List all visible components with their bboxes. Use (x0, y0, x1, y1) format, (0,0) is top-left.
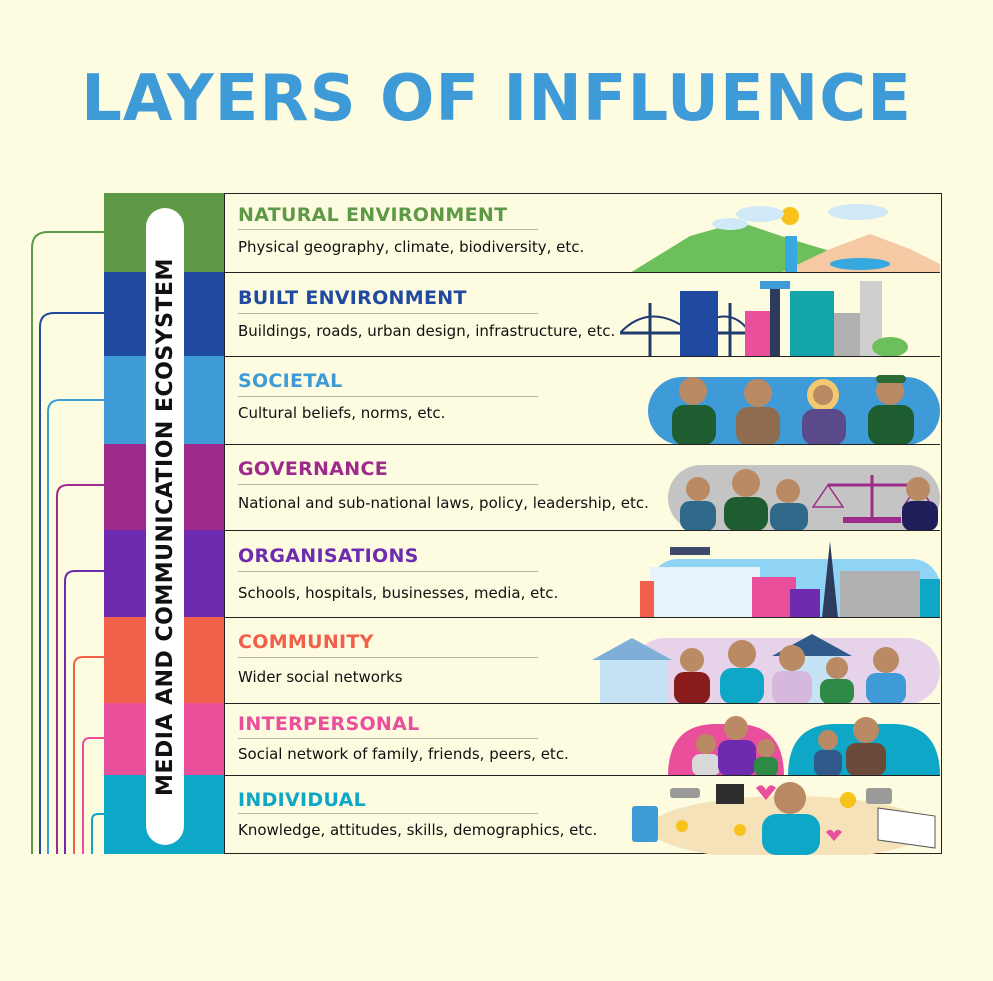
connector-individual (91, 813, 104, 854)
layer-title: BUILT ENVIRONMENT (238, 287, 467, 309)
layer-rule (238, 738, 538, 739)
connector-governance (56, 484, 104, 854)
sidebar-pill (146, 208, 184, 845)
connector-natural (31, 231, 104, 854)
layer-row-natural: NATURAL ENVIRONMENT Physical geography, … (225, 194, 940, 273)
scales-illustration (668, 465, 940, 530)
layer-title: GOVERNANCE (238, 458, 388, 480)
layer-title: NATURAL ENVIRONMENT (238, 204, 508, 226)
layer-description: Physical geography, climate, biodiversit… (238, 238, 585, 256)
layer-description: Knowledge, attitudes, skills, demographi… (238, 821, 598, 839)
connector-community (73, 656, 104, 854)
community-illustration (592, 634, 940, 703)
layer-title: INDIVIDUAL (238, 789, 367, 811)
layer-rule (238, 813, 538, 814)
page-title: LAYERS OF INFLUENCE (81, 62, 912, 136)
layer-row-interpersonal: INTERPERSONAL Social network of family, … (225, 704, 940, 776)
layer-rule (238, 396, 538, 397)
sidebar-label: MEDIA AND COMMUNICATION ECOSYSTEM (152, 258, 178, 796)
layer-description: Schools, hospitals, businesses, media, e… (238, 584, 559, 602)
people-illustration (648, 375, 940, 444)
layer-rule (238, 657, 538, 658)
connector-interpersonal (82, 737, 104, 854)
connector-societal (47, 399, 104, 854)
layer-row-societal: SOCIETAL Cultural beliefs, norms, etc. (225, 357, 940, 445)
layer-rule (238, 313, 538, 314)
layer-title: SOCIETAL (238, 370, 343, 392)
layers-table: NATURAL ENVIRONMENT Physical geography, … (224, 193, 942, 855)
layer-description: Buildings, roads, urban design, infrastr… (238, 322, 616, 340)
layer-rule (238, 571, 538, 572)
layer-description: Cultural beliefs, norms, etc. (238, 404, 446, 422)
layer-row-governance: GOVERNANCE National and sub-national law… (225, 445, 940, 531)
layer-rule (238, 229, 538, 230)
layer-row-community: COMMUNITY Wider social networks (225, 618, 940, 704)
institutions-illustration (640, 541, 940, 617)
family-illustration (668, 716, 940, 775)
layer-rule (238, 484, 538, 485)
layer-description: Social network of family, friends, peers… (238, 745, 569, 763)
connector-built (39, 312, 104, 854)
city-illustration (620, 281, 908, 356)
layer-description: Wider social networks (238, 668, 403, 686)
layer-title: COMMUNITY (238, 631, 374, 653)
layer-row-individual: INDIVIDUAL Knowledge, attitudes, skills,… (225, 776, 940, 855)
connector-organisations (64, 570, 104, 854)
layer-title: INTERPERSONAL (238, 713, 420, 735)
individual-illustration (632, 782, 936, 855)
landscape-illustration (631, 204, 940, 272)
layer-title: ORGANISATIONS (238, 545, 419, 567)
layer-description: National and sub-national laws, policy, … (238, 494, 649, 512)
layer-row-organisations: ORGANISATIONS Schools, hospitals, busine… (225, 531, 940, 618)
layer-row-built: BUILT ENVIRONMENT Buildings, roads, urba… (225, 273, 940, 357)
